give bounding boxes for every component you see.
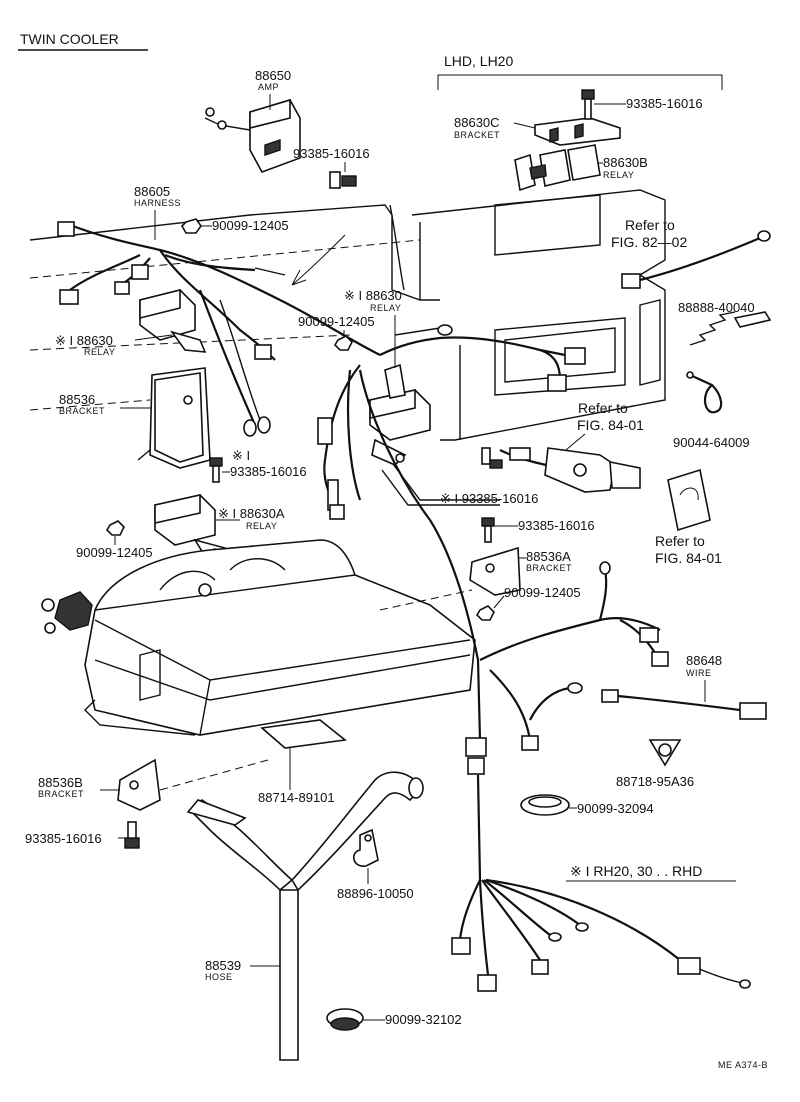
grommet-32094-label: 90099-32094 bbox=[577, 801, 654, 816]
relay-left-name: RELAY bbox=[84, 347, 115, 357]
lower-harness bbox=[451, 737, 751, 992]
amp-name: AMP bbox=[258, 82, 279, 92]
bolt-bottom-label: 93385-16016 bbox=[25, 831, 102, 846]
bracket-88536A-name: BRACKET bbox=[526, 563, 572, 573]
cable-82-02 bbox=[621, 230, 771, 289]
bolt-left-mark: ※ I bbox=[232, 448, 250, 463]
ref-84-01-a-line2: FIG. 84-01 bbox=[577, 417, 644, 433]
hose-name: HOSE bbox=[205, 972, 233, 982]
spring-label: 88888-40040 bbox=[678, 300, 755, 315]
relay-88630B-number: 88630B bbox=[603, 155, 648, 170]
clip-icon bbox=[648, 739, 682, 767]
nut-right-label: 90099-12405 bbox=[504, 585, 581, 600]
clamp-icon bbox=[686, 371, 723, 414]
harness-number: 88605 bbox=[134, 184, 170, 199]
branch-harness bbox=[479, 561, 669, 751]
nut-mid-label: 90099-12405 bbox=[298, 314, 375, 329]
bracket-88536-number: 88536 bbox=[59, 392, 95, 407]
bolt-switch-label: ※ I 93385-16016 bbox=[440, 491, 538, 506]
bolt-mid-label: 93385-16016 bbox=[518, 518, 595, 533]
relay-mid-name: RELAY bbox=[370, 303, 401, 313]
nut-left-label: 90099-12405 bbox=[76, 545, 153, 560]
amp-88650[interactable] bbox=[204, 98, 301, 173]
nut-icon bbox=[181, 218, 202, 234]
nut-icon bbox=[105, 520, 125, 536]
nut-top-label: 90099-12405 bbox=[212, 218, 289, 233]
section-lhd-bracket bbox=[437, 74, 723, 90]
switch-assembly bbox=[499, 447, 641, 493]
footer-code: ME A374-B bbox=[718, 1060, 768, 1070]
spring-icon bbox=[689, 311, 772, 346]
bolt-icon bbox=[481, 517, 495, 543]
bolt-left-label: 93385-16016 bbox=[230, 464, 307, 479]
pad-icon bbox=[260, 719, 347, 749]
main-harness-trunk bbox=[317, 324, 586, 741]
bracket-88536A[interactable] bbox=[469, 546, 521, 596]
nut-icon bbox=[333, 335, 353, 351]
section-lhd-label: LHD, LH20 bbox=[444, 53, 513, 69]
wire-88648-number: 88648 bbox=[686, 653, 722, 668]
grommet-icon bbox=[326, 1008, 364, 1031]
bracket-88536-name: BRACKET bbox=[59, 406, 105, 416]
hose-88539[interactable] bbox=[186, 771, 424, 1061]
relay-88630A-number: ※ I 88630A bbox=[218, 506, 285, 521]
grommet-icon bbox=[520, 794, 570, 816]
relay-88630A-name: RELAY bbox=[246, 521, 277, 531]
bolt-icon bbox=[329, 171, 357, 189]
ref-84-01-b-line2: FIG. 84-01 bbox=[655, 550, 722, 566]
bracket-88536B-name: BRACKET bbox=[38, 789, 84, 799]
bolt-icon bbox=[209, 457, 223, 483]
relay-88630-mid[interactable] bbox=[369, 363, 431, 466]
relay-88630B[interactable] bbox=[514, 144, 601, 192]
ref-84-01-b-icon bbox=[667, 468, 711, 532]
harness-name: HARNESS bbox=[134, 198, 181, 208]
bracket-88630C-number: 88630C bbox=[454, 115, 500, 130]
wire-88648[interactable] bbox=[601, 689, 767, 720]
direction-arrow-icon bbox=[291, 234, 346, 286]
hose-number: 88539 bbox=[205, 958, 241, 973]
bolt-amp-label: 93385-16016 bbox=[293, 146, 370, 161]
diagram-title: TWIN COOLER bbox=[20, 31, 119, 47]
bracket-88536B-number: 88536B bbox=[38, 775, 83, 790]
wire-88648-name: WIRE bbox=[686, 668, 712, 678]
ref-82-02-line2: FIG. 82—02 bbox=[611, 234, 687, 250]
grommet-32102-label: 90099-32102 bbox=[385, 1012, 462, 1027]
bracket-88630C-name: BRACKET bbox=[454, 130, 500, 140]
bolt-icon bbox=[124, 821, 140, 849]
bolt-icon bbox=[481, 447, 503, 469]
clamp-label: 90044-64009 bbox=[673, 435, 750, 450]
hose-clamp-icon bbox=[353, 828, 379, 867]
bracket-88630C[interactable] bbox=[534, 117, 621, 146]
bracket-88536[interactable] bbox=[137, 367, 211, 469]
ref-84-01-b-line1: Refer to bbox=[655, 533, 705, 549]
pad-label: 88714-89101 bbox=[258, 790, 335, 805]
clip-label: 88718-95A36 bbox=[616, 774, 694, 789]
bracket-88536B[interactable] bbox=[117, 758, 161, 811]
harness-wiring bbox=[57, 221, 381, 437]
cooling-unit bbox=[41, 539, 476, 736]
amp-number: 88650 bbox=[255, 68, 291, 83]
ref-84-01-a-line1: Refer to bbox=[578, 400, 628, 416]
relay-88630-left[interactable] bbox=[139, 288, 207, 353]
bolt-top-label: 93385-16016 bbox=[626, 96, 703, 111]
ref-82-02-line1: Refer to bbox=[625, 217, 675, 233]
nut-icon bbox=[475, 605, 495, 621]
bracket-88536A-number: 88536A bbox=[526, 549, 571, 564]
section-rhd-label: ※ I RH20, 30 . . RHD bbox=[570, 863, 702, 879]
relay-88630B-name: RELAY bbox=[603, 170, 634, 180]
relay-mid-number: ※ I 88630 bbox=[344, 288, 402, 303]
relay-left-number: ※ I 88630 bbox=[55, 333, 113, 348]
hose-clamp-label: 88896-10050 bbox=[337, 886, 414, 901]
bolt-icon bbox=[581, 89, 595, 120]
